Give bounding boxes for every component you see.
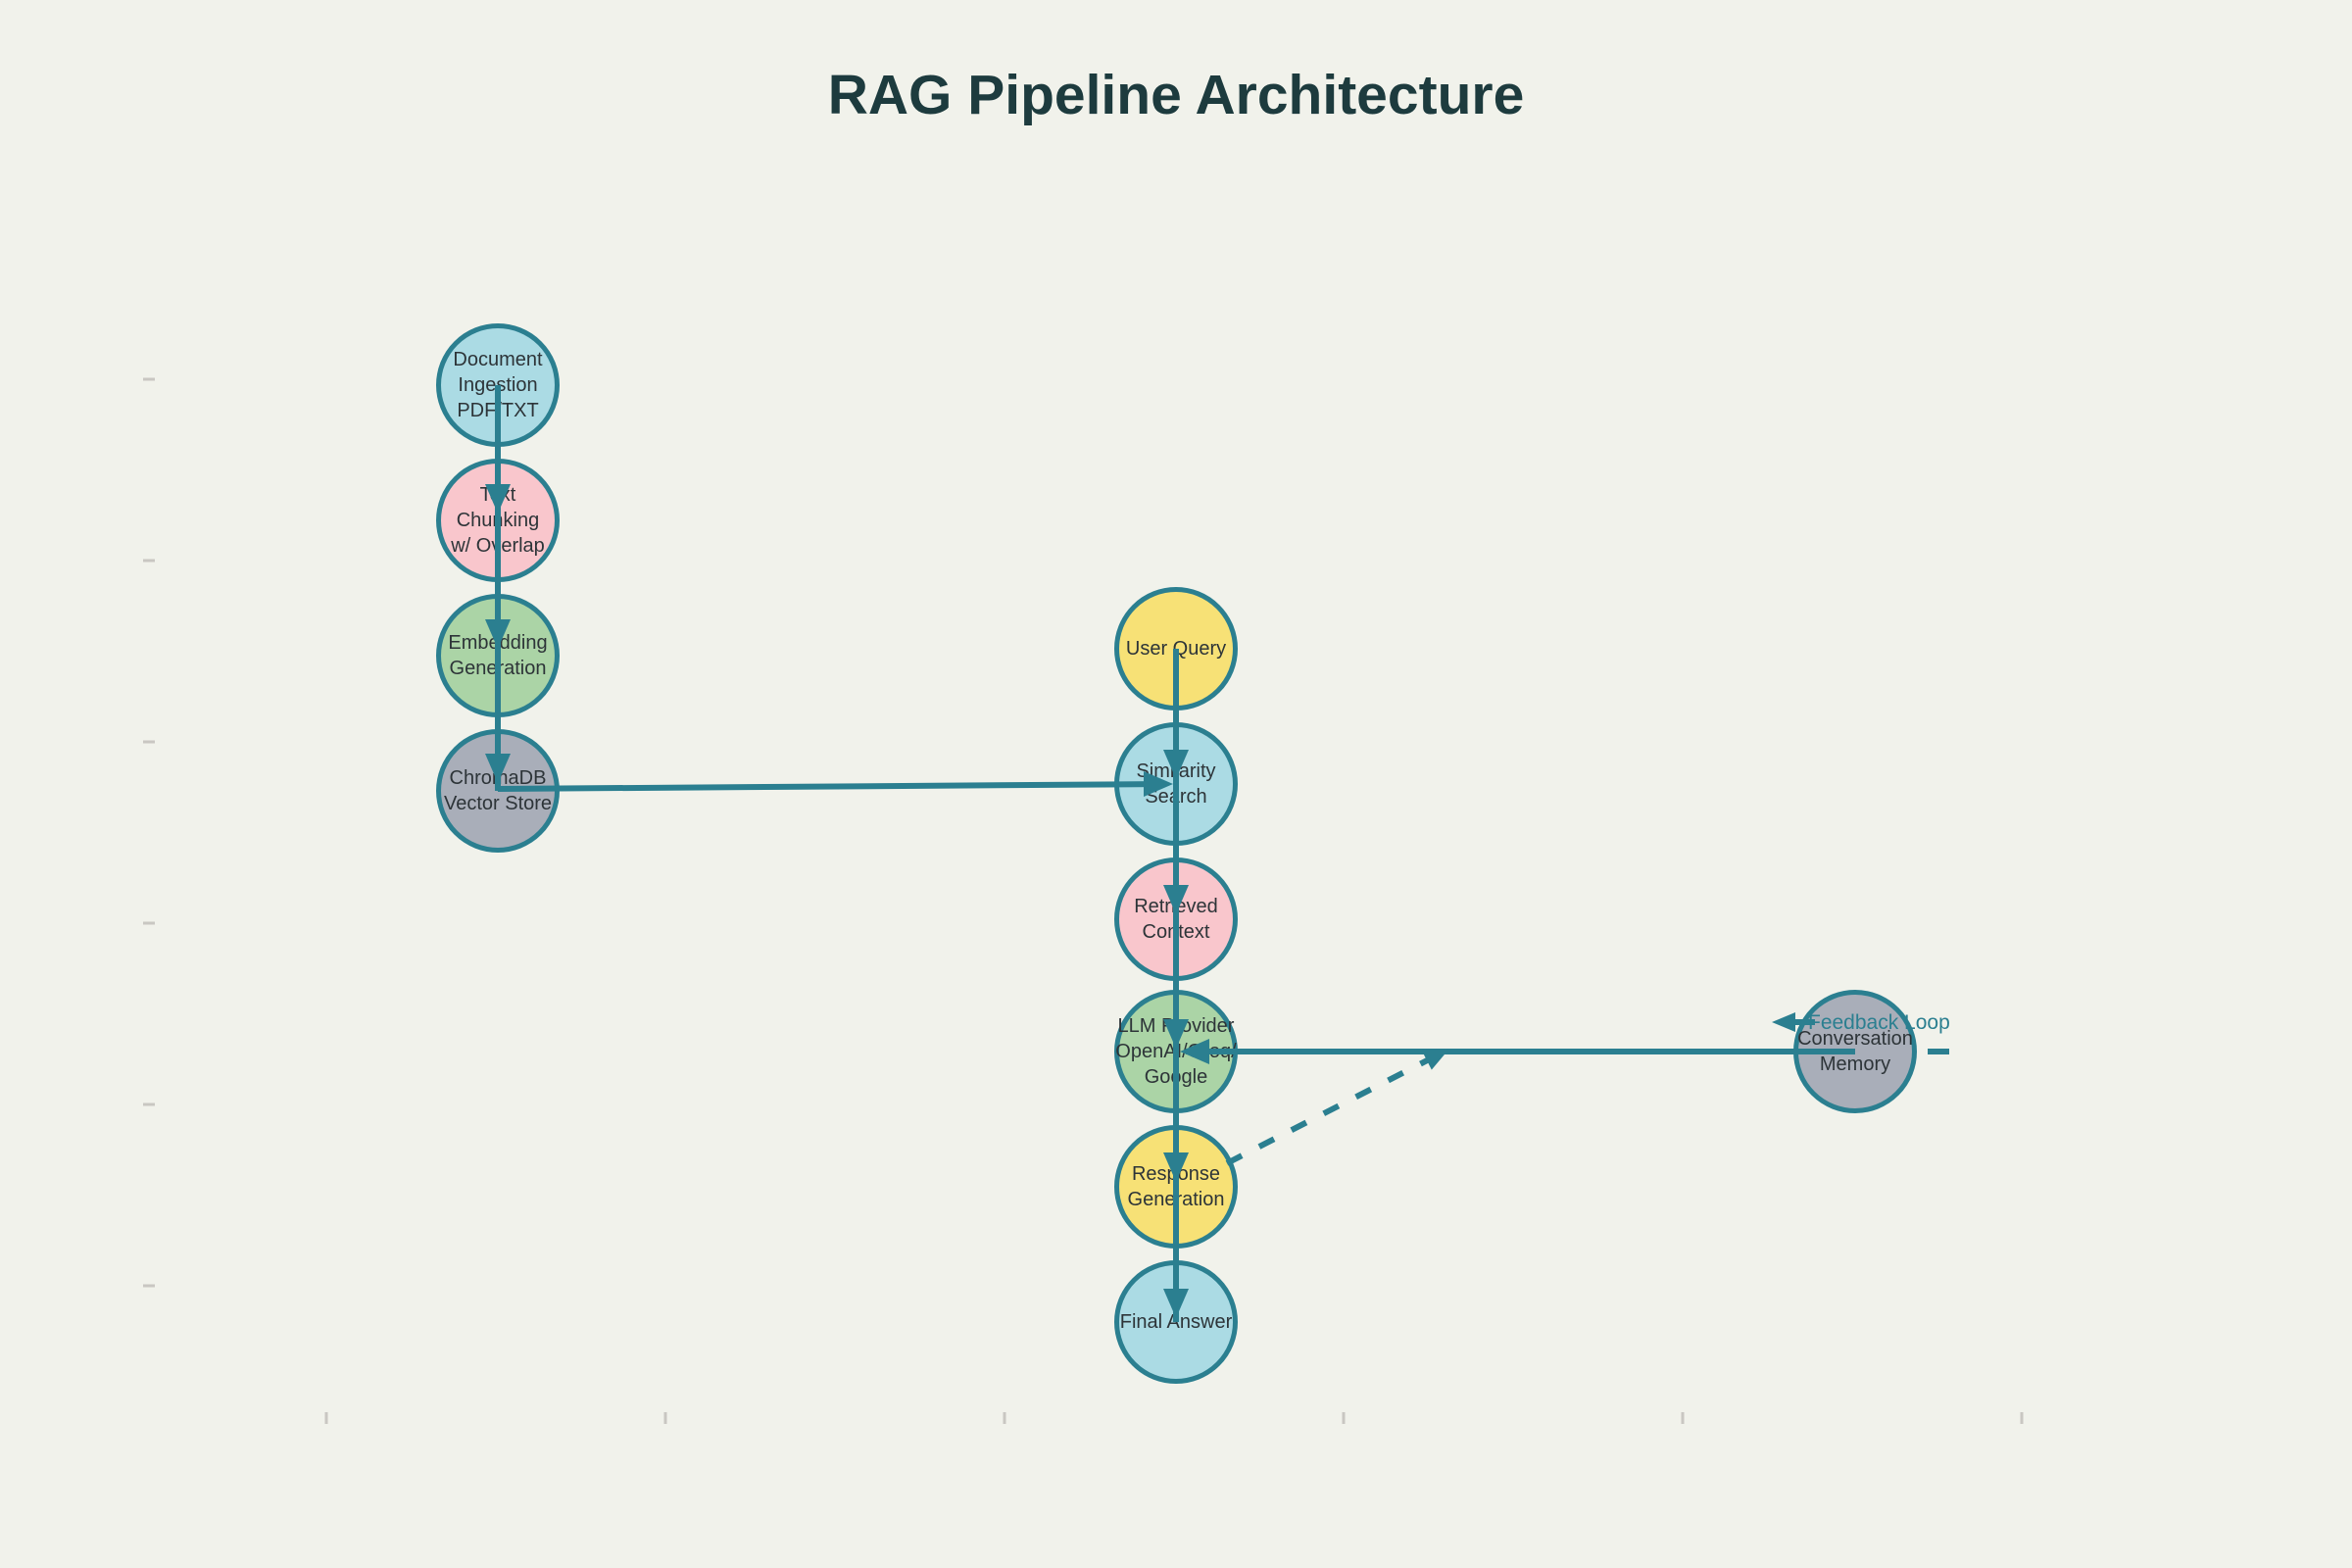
node-label-line: Final Answer (1119, 1311, 1233, 1333)
node-label-line: Conversation (1797, 1028, 1913, 1050)
node-label-line: OpenAI/Groq/ (1115, 1041, 1237, 1062)
node-label-line: Memory (1819, 1054, 1891, 1075)
node-label-line: Text (479, 484, 516, 506)
node-label-line: Embedding (448, 632, 548, 654)
node-label-line: ChromaDB (449, 767, 547, 789)
node-user-query: User Query (1114, 587, 1238, 710)
node-label-line: w/ Overlap (451, 535, 545, 557)
node-chromadb-vector-store: ChromaDB Vector Store (436, 729, 560, 853)
node-label-line: Retrieved (1134, 896, 1218, 917)
node-label-line: Chunking (456, 510, 540, 531)
node-label-line: LLM Provider (1117, 1015, 1235, 1037)
feedback-loop-label: Feedback Loop (1808, 1011, 1950, 1034)
edge-response-feedback-dashed (1225, 1052, 1441, 1166)
node-label-line: Document (453, 349, 543, 370)
node-label-line: User Query (1125, 638, 1227, 660)
page-title: RAG Pipeline Architecture (827, 64, 1525, 126)
node-label-line: Vector Store (443, 793, 553, 814)
node-final-answer: Final Answer (1114, 1260, 1238, 1384)
node-label-line: Response (1131, 1163, 1221, 1185)
node-label-line: Generation (1127, 1189, 1225, 1210)
arrowhead-response-feedback-dashed (1421, 1049, 1449, 1070)
node-label-line: Similarity (1136, 760, 1216, 782)
node-label-line: Search (1145, 786, 1207, 808)
arrowhead-feedback-label-arrow (1772, 1012, 1795, 1032)
node-label-line: Ingestion (458, 374, 538, 396)
node-label-line: PDF/TXT (457, 400, 539, 421)
node-label-line: Google (1144, 1066, 1208, 1088)
node-label-line: Context (1142, 921, 1210, 943)
edge-chromadb-to-similarity (497, 781, 1167, 792)
node-label-line: Generation (449, 658, 547, 679)
